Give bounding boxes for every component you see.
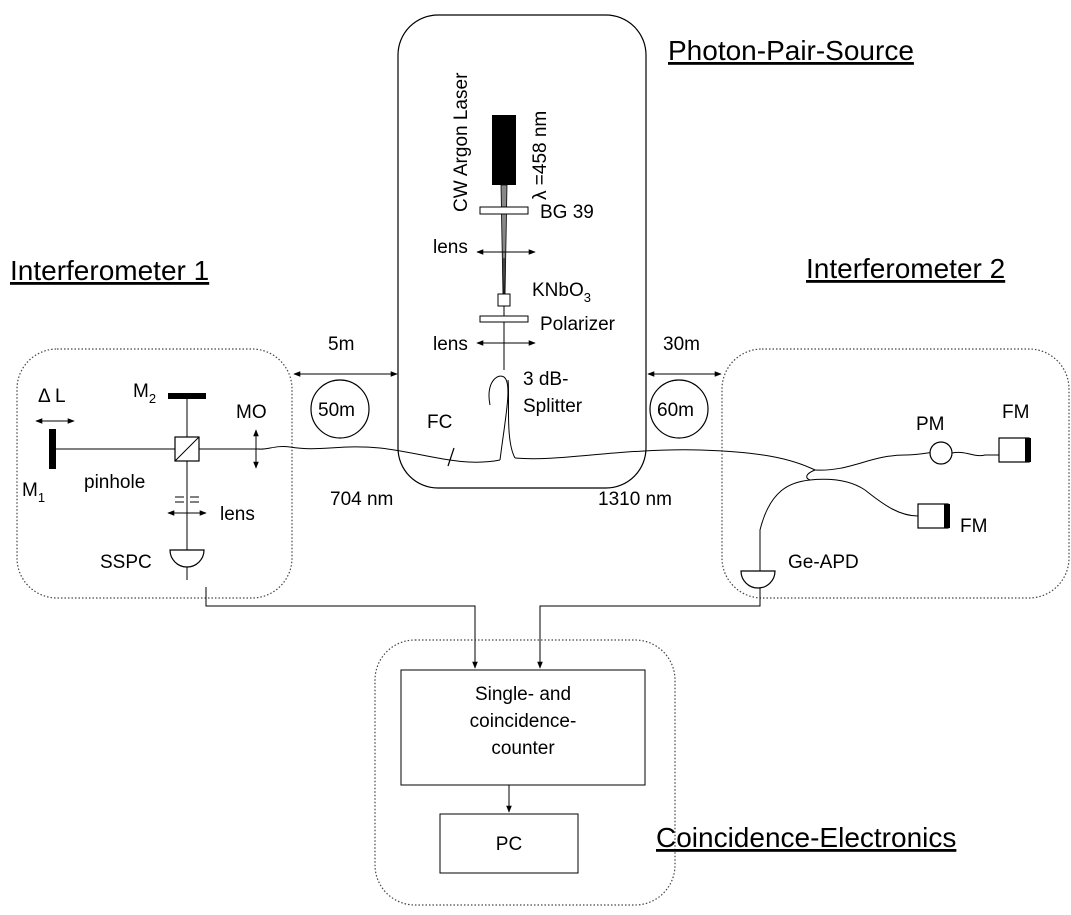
spool-right-label: 60m [657, 400, 694, 421]
sspc-detector [169, 549, 205, 568]
cable-ge-apd [537, 588, 761, 669]
faraday-mirror-top-face [1025, 438, 1031, 462]
fiber-left [257, 446, 501, 463]
pm-label: PM [916, 414, 945, 435]
spool-left-label: 50m [318, 400, 355, 421]
faraday-mirror-bottom [917, 503, 949, 529]
lens-bottom-label: lens [433, 334, 468, 355]
wavelength-right: 1310 nm [598, 489, 672, 510]
interferometer2-box [721, 348, 1070, 599]
coupler-center [806, 469, 866, 491]
mirror-m1 [49, 429, 56, 469]
m2-label: M2 [133, 381, 156, 406]
pinhole-label: pinhole [84, 472, 145, 493]
fiber-connector-mark [447, 447, 455, 467]
ge-apd-label: Ge-APD [788, 552, 859, 573]
splitter-label-1: 3 dB- [523, 369, 568, 390]
distance-right: 30m [663, 334, 700, 355]
coupler-in-bottom [759, 479, 811, 580]
title-interferometer-1: Interferometer 1 [10, 255, 209, 286]
mo-label: MO [236, 402, 267, 423]
laser-label: CW Argon Laser [451, 72, 472, 212]
polarizer [479, 315, 529, 323]
splitter-fiber-loop [488, 375, 509, 461]
wavelength-value: =458 nm [530, 111, 551, 185]
counter-label-2: coincidence- [470, 711, 577, 732]
knbo3-crystal [497, 293, 511, 307]
wavelength-label: λ =458 nm [530, 111, 551, 200]
coupler-out-bottom [864, 489, 919, 517]
pc-box [439, 813, 579, 874]
fm-top-label: FM [1002, 402, 1029, 423]
knbo3-main: KNbO [532, 280, 584, 301]
distance-left: 5m [328, 334, 354, 355]
delta-symbol: Δ [38, 386, 51, 407]
ge-apd-detector [740, 570, 776, 589]
cable-sspc [205, 587, 478, 669]
electronics-box [374, 639, 676, 906]
argon-laser [492, 115, 516, 185]
phase-modulator [929, 441, 953, 465]
photon-source-box [397, 14, 647, 489]
fm-bottom-label: FM [960, 516, 987, 537]
splitter-label-2: Splitter [523, 396, 583, 417]
fiber-to-fm-top [951, 451, 999, 457]
fiber-spool-left [310, 379, 370, 439]
lens-top-label: lens [433, 237, 468, 258]
wavelength-left: 704 nm [330, 489, 393, 510]
pc-label: PC [496, 834, 522, 855]
bg39-label: BG 39 [540, 202, 594, 223]
m1-main: M [22, 480, 38, 501]
fiber-right [514, 449, 816, 471]
m1-subscript: 1 [38, 490, 45, 505]
lens-label-interferometer1: lens [220, 504, 255, 525]
m1-label: M1 [22, 480, 45, 505]
m2-main: M [133, 381, 149, 402]
lambda-symbol: λ [530, 190, 551, 200]
title-photon-pair-source: Photon-Pair-Source [668, 35, 914, 66]
beam-splitter-diagonal [174, 436, 200, 462]
knbo3-label: KNbO3 [532, 280, 591, 305]
knbo3-subscript: 3 [584, 290, 591, 305]
sspc-label: SSPC [100, 552, 152, 573]
m2-subscript: 2 [149, 391, 156, 406]
title-interferometer-2: Interferometer 2 [806, 253, 1005, 284]
counter-label-3: counter [491, 738, 555, 759]
delta-l-letter: L [55, 386, 66, 407]
delta-l-label: Δ L [38, 386, 66, 407]
faraday-mirror-bottom-face [944, 504, 950, 528]
bg39-filter [479, 206, 529, 215]
coincidence-counter [400, 669, 646, 786]
faraday-mirror-top [998, 437, 1030, 463]
title-coincidence-electronics: Coincidence-Electronics [656, 822, 956, 853]
fiber-connector-label: FC [427, 412, 452, 433]
counter-label-1: Single- and [475, 684, 571, 705]
mirror-m2 [168, 393, 206, 399]
polarizer-label: Polarizer [540, 314, 616, 335]
fiber-spool-right [649, 379, 709, 439]
splitter-fiber-right [507, 379, 516, 459]
